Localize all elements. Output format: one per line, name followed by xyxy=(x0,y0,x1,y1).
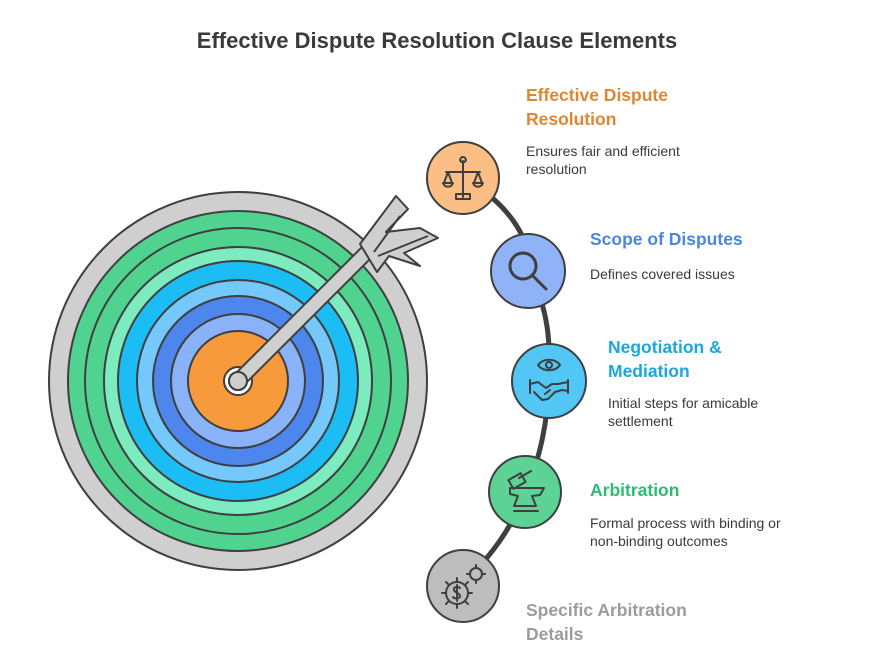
step-3-description: Initial steps for amicable settlement xyxy=(608,395,762,429)
step-label-5: Specific Arbitration Details xyxy=(526,600,692,644)
step-node-5-circle xyxy=(426,549,500,623)
arrow-fletching xyxy=(359,195,439,273)
step-node-3-circle xyxy=(511,343,587,419)
step-1-title-line-2: Resolution xyxy=(526,109,616,129)
step-4-title: Arbitration xyxy=(590,480,679,500)
step-node-4-circle xyxy=(488,455,562,529)
step-node-2-circle xyxy=(490,233,566,309)
page-title: Effective Dispute Resolution Clause Elem… xyxy=(197,28,677,53)
step-label-2: Scope of Disputes Defines covered issues xyxy=(590,229,743,282)
step-5-title: Specific Arbitration Details xyxy=(526,600,692,644)
step-3-description-line-1: Initial steps for amicable xyxy=(608,395,758,411)
step-5-title-line-2: Details xyxy=(526,624,584,644)
step-2-description: Defines covered issues xyxy=(590,266,735,282)
step-3-description-line-2: settlement xyxy=(608,413,673,429)
step-1-title: Effective Dispute Resolution xyxy=(526,85,673,129)
step-node-5 xyxy=(426,549,500,623)
step-2-title: Scope of Disputes xyxy=(590,229,743,249)
step-label-1: Effective Dispute Resolution Ensures fai… xyxy=(526,85,684,177)
step-2-title-line-1: Scope of Disputes xyxy=(590,229,743,249)
arrow-fletching-line-2 xyxy=(377,235,429,257)
magnifier-icon xyxy=(508,251,548,291)
scales-icon xyxy=(442,156,484,200)
step-labels: Effective Dispute Resolution Ensures fai… xyxy=(526,85,785,644)
step-label-3: Negotiation & Mediation Initial steps fo… xyxy=(608,337,762,429)
step-3-title: Negotiation & Mediation xyxy=(608,337,727,381)
step-1-title-line-1: Effective Dispute xyxy=(526,85,668,105)
step-3-title-line-1: Negotiation & xyxy=(608,337,722,357)
step-1-description-line-2: resolution xyxy=(526,161,587,177)
arrow-fletching-line-1 xyxy=(373,215,401,253)
step-node-4 xyxy=(488,455,562,529)
step-4-description: Formal process with binding or non-bindi… xyxy=(590,515,785,549)
handshake-eye-icon xyxy=(529,358,569,401)
gavel-icon xyxy=(507,470,545,512)
step-3-title-line-2: Mediation xyxy=(608,361,690,381)
arrow-tip xyxy=(228,371,248,391)
step-node-2 xyxy=(490,233,566,309)
step-node-3 xyxy=(511,343,587,419)
gears-icon xyxy=(441,564,486,609)
step-node-1 xyxy=(426,141,500,215)
arrow xyxy=(228,195,439,391)
step-2-description-line-1: Defines covered issues xyxy=(590,266,735,282)
step-1-description-line-1: Ensures fair and efficient xyxy=(526,143,680,159)
step-1-description: Ensures fair and efficient resolution xyxy=(526,143,684,177)
step-4-description-line-1: Formal process with binding or xyxy=(590,515,781,531)
step-label-4: Arbitration Formal process with binding … xyxy=(590,480,785,549)
step-5-title-line-1: Specific Arbitration xyxy=(526,600,687,620)
step-4-title-line-1: Arbitration xyxy=(590,480,679,500)
step-nodes xyxy=(426,141,587,623)
step-4-description-line-2: non-binding outcomes xyxy=(590,533,728,549)
